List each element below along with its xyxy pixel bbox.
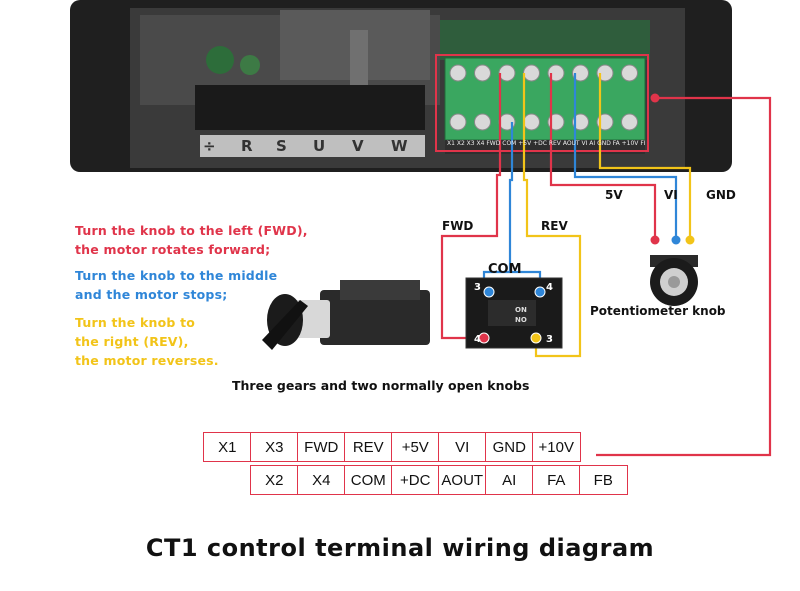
potentiometer-terminals [650,93,695,245]
terminal-legend: X1 X2 X3 X4 FWD COM +5V +DC REV AOUT VI … [447,140,645,147]
terminal-screw [449,113,467,131]
note-stop-line-2: and the motor stops; [75,287,228,302]
terminal-cell-top: FWD [297,432,346,462]
terminal-cell-bottom: FA [532,465,581,495]
note-forward-line-1: Turn the knob to the left (FWD), [75,223,308,238]
terminal-cell-top: +5V [391,432,440,462]
terminal-dot [650,93,660,103]
power-terminal-label: R [241,137,253,155]
wire-fwd [440,73,502,340]
wire-rev [522,73,582,358]
note-reverse-line-1: Turn the knob to [75,315,196,330]
diagram-title: CT1 control terminal wiring diagram [145,534,655,562]
power-terminal-label: S [276,137,287,155]
terminal-screw [474,64,491,82]
wire-fb [596,96,772,457]
switch-mark-on: ON [515,306,527,314]
wire-vi [573,73,678,240]
terminal-cell-bottom: AOUT [438,465,487,495]
wires [440,73,772,457]
terminal-screw [621,64,638,82]
switch-contact-dot [534,286,546,298]
terminal-cell-top: +10V [532,432,581,462]
switch-contact-label-bottom-right: 3 [546,334,553,345]
terminal-screw [572,113,589,131]
power-terminal-label: V [352,137,364,155]
note-stop: Turn the knob to the middle and the moto… [75,266,277,304]
switch-contact-dot [478,332,490,344]
terminal-screw [449,64,467,82]
wire-5v [549,73,657,240]
power-terminal-block [195,85,425,157]
terminal-cell-top: GND [485,432,534,462]
terminal-screw [474,113,491,131]
potentiometer-image [650,255,698,306]
wire-label-vi: VI [664,188,678,202]
terminal-cell-top: X1 [203,432,252,462]
switch-contact-points [478,286,546,344]
switch-contact-label-top-right: 4 [546,282,553,293]
wire-label-5v: 5V [605,188,623,202]
wire-label-fwd: FWD [442,219,474,233]
terminal-cell-bottom: X2 [250,465,299,495]
terminal-screws-top-row [449,64,638,82]
note-reverse-line-2: the right (REV), [75,334,189,349]
terminal-screw [572,64,589,82]
terminal-dot [650,235,660,245]
terminal-cell-bottom: FB [579,465,628,495]
note-forward-line-2: the motor rotates forward; [75,242,271,257]
terminal-cell-top: VI [438,432,487,462]
terminal-cell-top: X3 [250,432,299,462]
terminal-dot [685,235,695,245]
power-terminal-label: ÷ [203,137,216,155]
terminal-screws-bottom-row [449,113,638,131]
switch-caption: Three gears and two normally open knobs [232,378,530,393]
wire-gnd [598,73,692,240]
power-terminal-label: W [391,137,408,155]
terminal-screw [523,64,540,82]
terminal-cell-top: REV [344,432,393,462]
selector-switch-image [262,280,430,350]
terminal-screw [523,113,540,131]
switch-mark-no: NO [515,316,527,324]
switch-contact-label-bottom-left: 4 [474,334,481,345]
wire-label-gnd: GND [706,188,736,202]
switch-contact-label-top-left: 3 [474,282,481,293]
note-stop-line-1: Turn the knob to the middle [75,268,278,283]
terminal-cell-bottom: X4 [297,465,346,495]
terminal-cell-bottom: +DC [391,465,440,495]
note-forward: Turn the knob to the left (FWD), the mot… [75,221,308,259]
potentiometer-label: Potentiometer knob [590,304,726,318]
power-terminal-label: U [313,137,326,155]
terminal-dot [671,235,681,245]
terminal-cell-bottom: COM [344,465,393,495]
note-reverse: Turn the knob to the right (REV), the mo… [75,313,219,370]
switch-contact-dot [483,286,495,298]
switch-contact-dot [530,332,542,344]
terminal-screw [498,64,516,82]
note-reverse-line-3: the motor reverses. [75,353,219,368]
terminal-screw [621,113,638,131]
terminal-cell-bottom: AI [485,465,534,495]
wire-label-rev: REV [541,219,568,233]
wire-label-com: COM [488,262,522,277]
